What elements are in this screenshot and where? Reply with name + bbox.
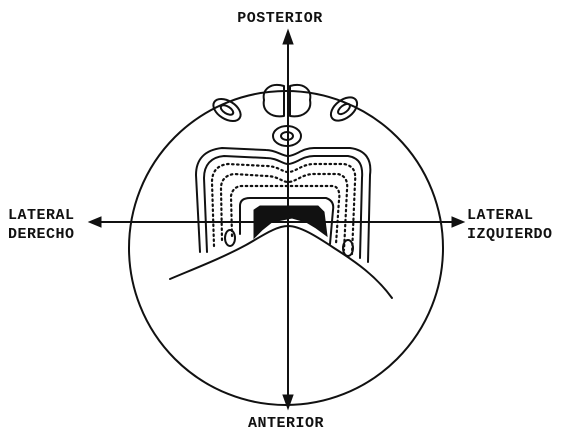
arrow-left-icon: [89, 217, 101, 227]
arrow-down-icon: [283, 395, 293, 409]
label-anterior: ANTERIOR: [248, 415, 324, 432]
anterior-mound: [170, 226, 392, 298]
label-posterior: POSTERIOR: [237, 10, 323, 27]
arrow-right-icon: [452, 217, 464, 227]
arrow-up-icon: [283, 30, 293, 44]
left-small-oval: [225, 230, 235, 246]
right-small-oval: [343, 240, 353, 256]
label-lateral-izquierdo-line1: LATERAL: [467, 207, 534, 224]
label-lateral-derecho-line1: LATERAL: [8, 207, 75, 224]
label-lateral-derecho-line2: DERECHO: [8, 226, 75, 243]
label-lateral-izquierdo-line2: IZQUIERDO: [467, 226, 553, 243]
outer-circle: [129, 91, 443, 405]
